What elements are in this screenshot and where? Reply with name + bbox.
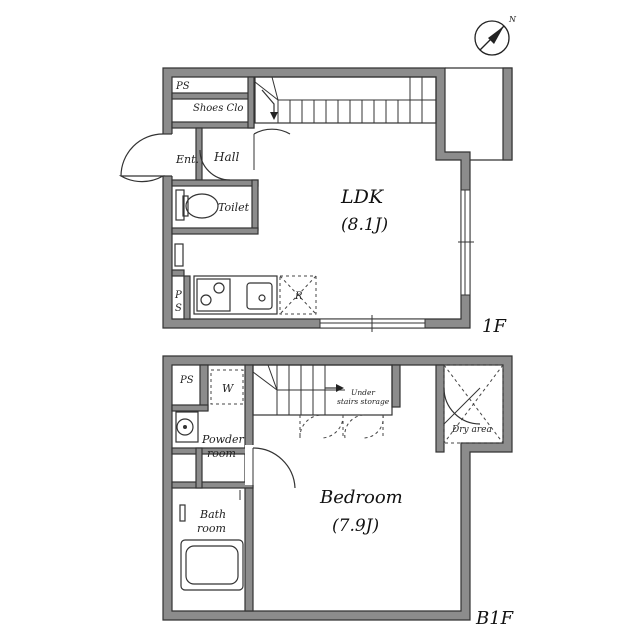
shower-icon — [179, 504, 186, 522]
stove-burner-icon-2 — [213, 282, 225, 294]
washer-space — [210, 369, 244, 405]
b1-ps-label: PS — [179, 375, 194, 386]
bedroom-label: Bedroom — [319, 487, 403, 508]
hall-inner-door-swing — [199, 149, 231, 181]
bath-room-label-2: room — [197, 522, 226, 535]
toilet-bowl-icon — [185, 193, 219, 219]
storage-doors — [299, 414, 384, 439]
powder-room-label-1: Powder — [201, 433, 245, 446]
ps-label: PS — [175, 81, 190, 92]
under-stairs-label-1: Under — [351, 388, 375, 397]
entrance-label: Ent. — [175, 153, 199, 166]
b1-stair-arrow-head-icon — [336, 384, 344, 392]
dry-area-label: Dry area — [451, 425, 492, 435]
hall-label: Hall — [213, 150, 239, 164]
bathtub-icon — [180, 539, 244, 591]
washer-label: W — [222, 382, 235, 395]
floor-b1: PS W Under stairs storage Powder room Ba… — [162, 355, 515, 629]
compass-north-label: N — [508, 15, 517, 24]
shoes-closet-label: Shoes Clo — [193, 103, 243, 114]
staircase-b1f — [252, 364, 393, 416]
fridge-label: R — [294, 291, 303, 302]
bedroom-door-swing — [252, 447, 296, 489]
stair-arrow-head-icon — [270, 112, 278, 120]
entrance-door-swing — [118, 175, 166, 183]
ldk-size-label: (8.1J) — [341, 215, 388, 235]
powder-room-label-2: room — [207, 447, 236, 460]
balcony-wall — [502, 67, 513, 161]
floorb1-label: B1F — [475, 608, 515, 629]
staircase-1f — [254, 76, 437, 124]
bath-room-label-1: Bath — [199, 508, 226, 521]
balcony — [445, 67, 513, 161]
fridge-space — [279, 275, 317, 315]
hall-door-swing — [253, 128, 291, 135]
floor-1: PS Shoes Clo Ent. Hall Toilet LDK (8.1J)… — [118, 67, 513, 337]
ps-bottom-label-p: P — [174, 290, 182, 301]
compass-circle-icon — [474, 20, 510, 56]
washbasin-icon — [176, 418, 194, 436]
ps-bottom-label-s: S — [175, 303, 182, 314]
under-stairs-label-2: stairs storage — [337, 397, 390, 406]
ldk-label: LDK — [340, 186, 385, 208]
floor1-label: 1F — [482, 316, 507, 337]
stove-burner-icon — [200, 294, 212, 306]
compass-needle-icon — [488, 26, 504, 44]
kitchen-counter — [193, 275, 317, 315]
bedroom-size-label: (7.9J) — [332, 516, 379, 536]
kitchen-sink-icon — [246, 282, 273, 310]
compass: N — [474, 15, 517, 56]
stair-direction-arrow — [261, 89, 275, 114]
toilet-label: Toilet — [218, 201, 250, 214]
